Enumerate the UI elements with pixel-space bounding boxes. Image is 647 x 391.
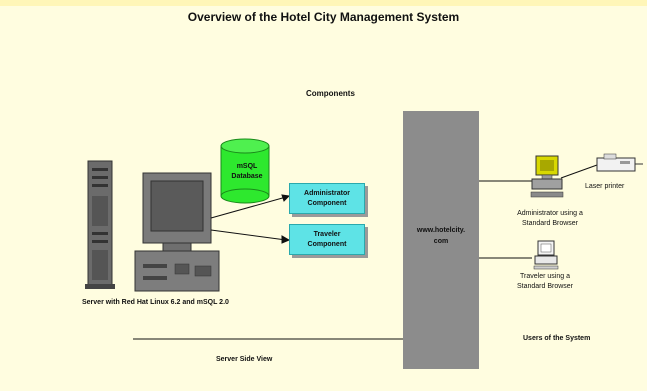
administrator-user-line2: Standard Browser <box>521 220 579 227</box>
administrator-component-line2: Component <box>307 199 347 207</box>
users-of-system-label: Users of the System <box>523 335 591 342</box>
admin-computer-icon <box>530 155 564 198</box>
components-heading: Components <box>306 89 355 98</box>
site-label: www.hotelcity. com <box>403 225 479 247</box>
server-caption: Server with Red Hat Linux 6.2 and mSQL 2… <box>82 299 229 306</box>
database-icon <box>220 138 270 204</box>
database-label: mSQL Database <box>223 162 271 182</box>
traveler-component-line2: Component <box>307 240 347 248</box>
connector-arrows <box>133 164 598 340</box>
traveler-computer-icon <box>533 240 559 270</box>
traveler-component-box: Traveler Component <box>289 224 365 255</box>
web-server-pillar <box>403 111 479 369</box>
traveler-user-line2: Standard Browser <box>516 283 574 290</box>
server-tower-icon <box>85 160 115 289</box>
diagram-title: Overview of the Hotel City Management Sy… <box>187 10 460 24</box>
traveler-component-line1: Traveler <box>313 230 341 238</box>
site-label-line2: com <box>433 238 449 245</box>
database-label-line1: mSQL <box>236 163 258 170</box>
administrator-user-line1: Administrator using a <box>517 210 583 217</box>
administrator-component-box: Administrator Component <box>289 183 365 214</box>
server-side-view-label: Server Side View <box>216 356 273 363</box>
traveler-user-caption: Traveler using a Standard Browser <box>495 272 595 292</box>
laser-printer-icon <box>596 153 643 172</box>
site-label-line1: www.hotelcity. <box>416 227 466 234</box>
database-label-line2: Database <box>231 173 263 180</box>
administrator-component-line1: Administrator <box>304 189 350 197</box>
desktop-computer-icon <box>134 172 220 292</box>
laser-printer-label: Laser printer <box>585 183 625 190</box>
administrator-user-caption: Administrator using a Standard Browser <box>495 209 605 229</box>
top-band <box>0 0 647 6</box>
traveler-user-line1: Traveler using a <box>520 273 570 280</box>
